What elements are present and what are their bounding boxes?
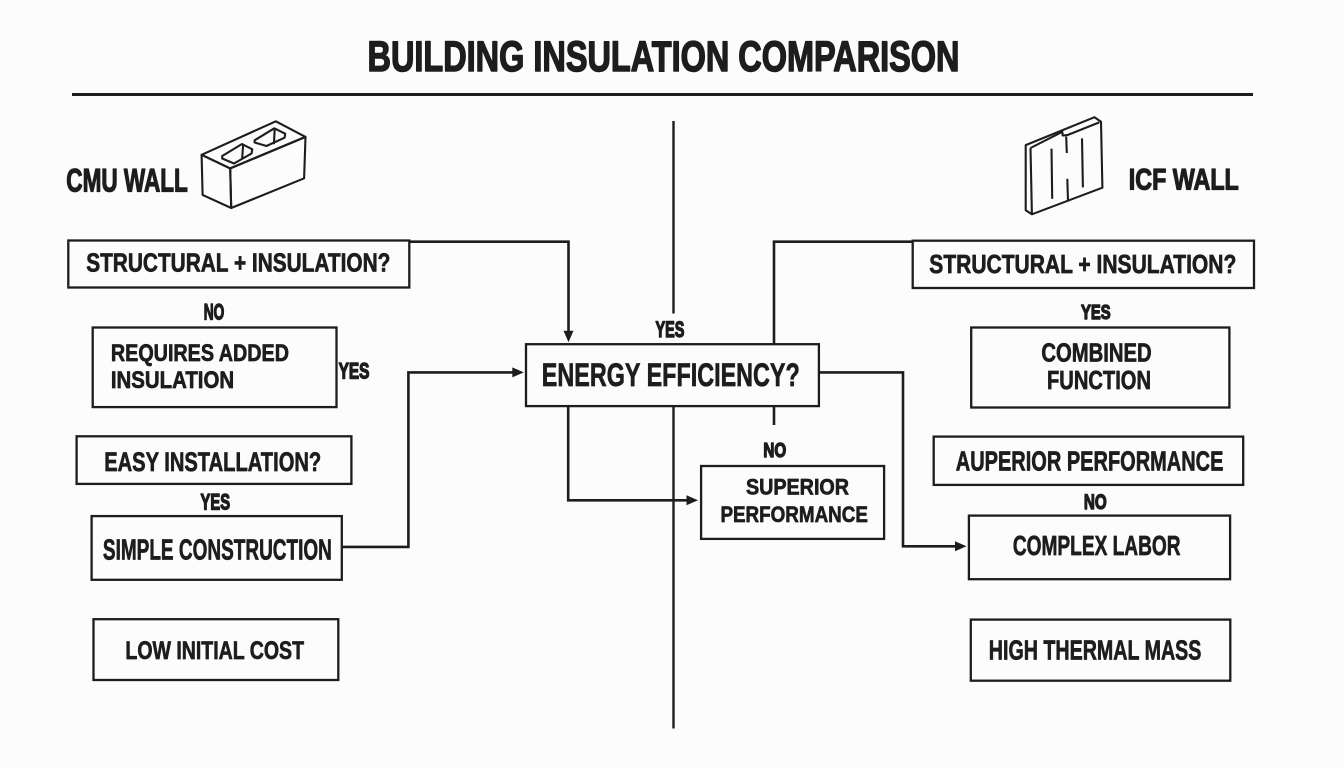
svg-text:BUILDING INSULATION COMPARISON: BUILDING INSULATION COMPARISON [368, 34, 960, 81]
svg-text:ICF WALL: ICF WALL [1129, 164, 1239, 197]
svg-text:STRUCTURAL + INSULATION?: STRUCTURAL + INSULATION? [86, 248, 390, 278]
svg-text:FUNCTION: FUNCTION [1047, 367, 1151, 395]
svg-text:HIGH THERMAL MASS: HIGH THERMAL MASS [989, 635, 1202, 666]
svg-text:COMBINED: COMBINED [1041, 340, 1151, 368]
svg-text:INSULATION: INSULATION [111, 368, 234, 394]
svg-text:CMU WALL: CMU WALL [66, 163, 188, 199]
svg-text:YES: YES [339, 358, 370, 383]
svg-text:YES: YES [655, 317, 684, 342]
svg-text:LOW INITIAL COST: LOW INITIAL COST [125, 637, 304, 665]
svg-text:NO: NO [204, 300, 225, 325]
svg-text:REQUIRES ADDED: REQUIRES ADDED [111, 341, 289, 367]
svg-text:ENERGY EFFICIENCY?: ENERGY EFFICIENCY? [542, 356, 800, 393]
svg-text:YES: YES [201, 489, 231, 514]
svg-text:COMPLEX LABOR: COMPLEX LABOR [1013, 530, 1181, 561]
svg-text:NO: NO [763, 440, 786, 462]
svg-text:STRUCTURAL + INSULATION?: STRUCTURAL + INSULATION? [929, 249, 1236, 279]
svg-text:AUPERIOR PERFORMANCE: AUPERIOR PERFORMANCE [956, 445, 1224, 476]
svg-text:YES: YES [1081, 302, 1111, 324]
svg-text:PERFORMANCE: PERFORMANCE [720, 502, 868, 527]
svg-text:SIMPLE CONSTRUCTION: SIMPLE CONSTRUCTION [103, 535, 332, 567]
svg-text:EASY INSTALLATION?: EASY INSTALLATION? [104, 447, 321, 477]
svg-text:SUPERIOR: SUPERIOR [746, 475, 849, 500]
svg-text:NO: NO [1084, 491, 1107, 514]
